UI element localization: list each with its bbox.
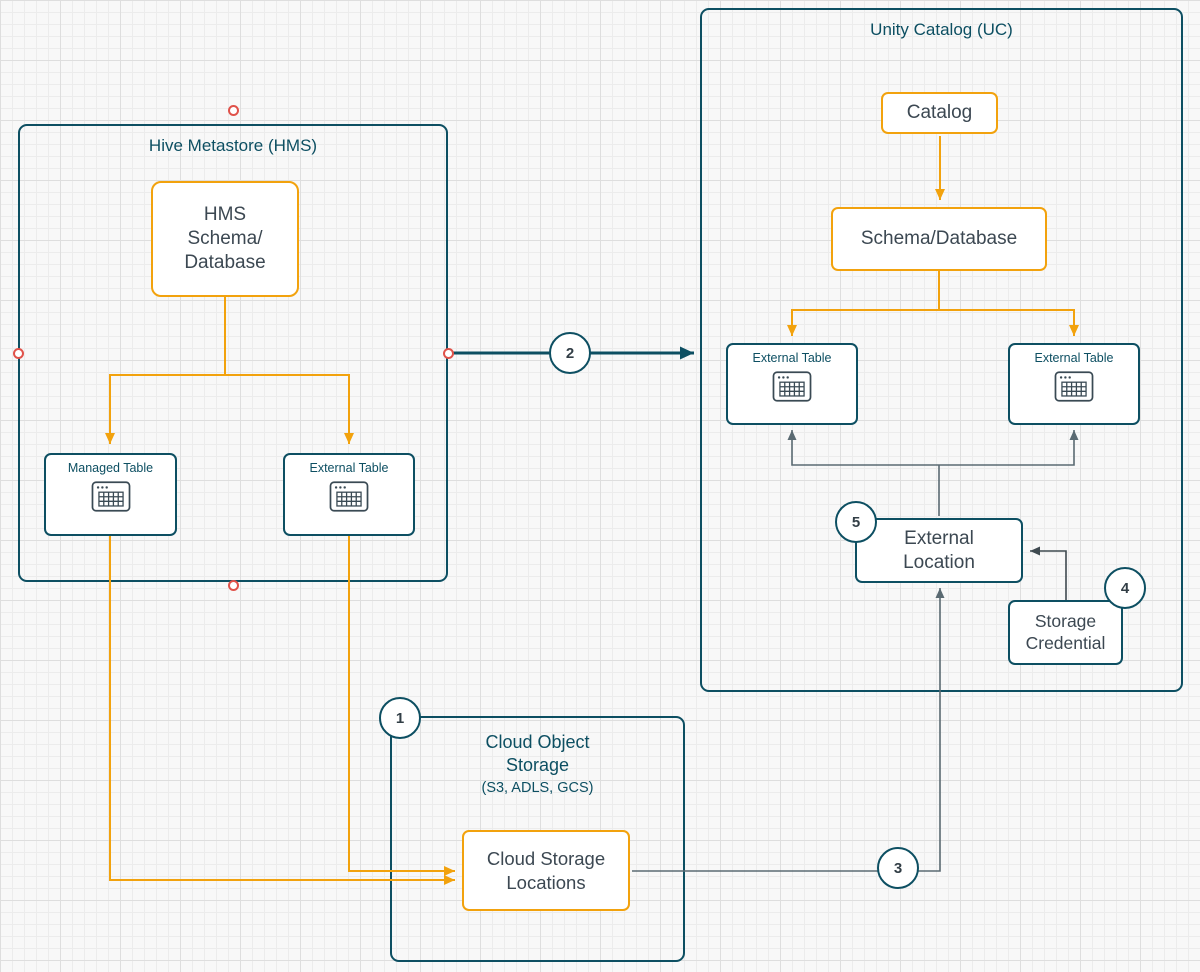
table-icon bbox=[1054, 371, 1094, 402]
table-icon bbox=[91, 481, 130, 512]
unity-catalog-container[interactable]: Unity Catalog (UC) bbox=[700, 8, 1183, 692]
step-3-label: 3 bbox=[893, 859, 903, 877]
hms-schema-database-box[interactable]: HMS Schema/ Database bbox=[151, 181, 299, 297]
external-table-label: External Table bbox=[309, 461, 389, 475]
uc-external-table-left-label: External Table bbox=[752, 351, 832, 365]
cloud-storage-locations-box[interactable]: Cloud Storage Locations bbox=[462, 830, 630, 911]
uc-external-table-left-box[interactable]: External Table bbox=[726, 343, 858, 425]
cloud-storage-subtitle: (S3, ADLS, GCS) bbox=[481, 779, 594, 796]
unity-catalog-title: Unity Catalog (UC) bbox=[870, 20, 1013, 39]
selection-handle-left[interactable] bbox=[13, 348, 24, 359]
uc-external-location-box[interactable]: External Location bbox=[855, 518, 1023, 583]
selection-handle-top[interactable] bbox=[228, 105, 239, 116]
step-badge-5[interactable]: 5 bbox=[835, 501, 877, 543]
cloud-storage-title: Cloud Object Storage bbox=[485, 732, 590, 776]
uc-schema-database-box[interactable]: Schema/Database bbox=[831, 207, 1047, 271]
step-1-label: 1 bbox=[395, 709, 405, 727]
step-badge-2[interactable]: 2 bbox=[549, 332, 591, 374]
step-2-label: 2 bbox=[565, 344, 575, 362]
uc-catalog-box[interactable]: Catalog bbox=[881, 92, 998, 134]
uc-storage-credential-box[interactable]: Storage Credential bbox=[1008, 600, 1123, 665]
selection-handle-right[interactable] bbox=[443, 348, 454, 359]
step-4-label: 4 bbox=[1120, 579, 1130, 597]
step-badge-3[interactable]: 3 bbox=[877, 847, 919, 889]
uc-external-table-right-label: External Table bbox=[1034, 351, 1114, 365]
step-badge-1[interactable]: 1 bbox=[379, 697, 421, 739]
step-badge-4[interactable]: 4 bbox=[1104, 567, 1146, 609]
uc-external-table-right-box[interactable]: External Table bbox=[1008, 343, 1140, 425]
table-icon bbox=[329, 481, 369, 512]
table-icon bbox=[772, 371, 812, 402]
selection-handle-bottom[interactable] bbox=[228, 580, 239, 591]
step-5-label: 5 bbox=[851, 513, 861, 531]
hms-external-table-box[interactable]: External Table bbox=[283, 453, 415, 536]
hms-managed-table-box[interactable]: Managed Table bbox=[44, 453, 177, 536]
managed-table-label: Managed Table bbox=[67, 461, 154, 475]
hms-title: Hive Metastore (HMS) bbox=[148, 136, 318, 155]
